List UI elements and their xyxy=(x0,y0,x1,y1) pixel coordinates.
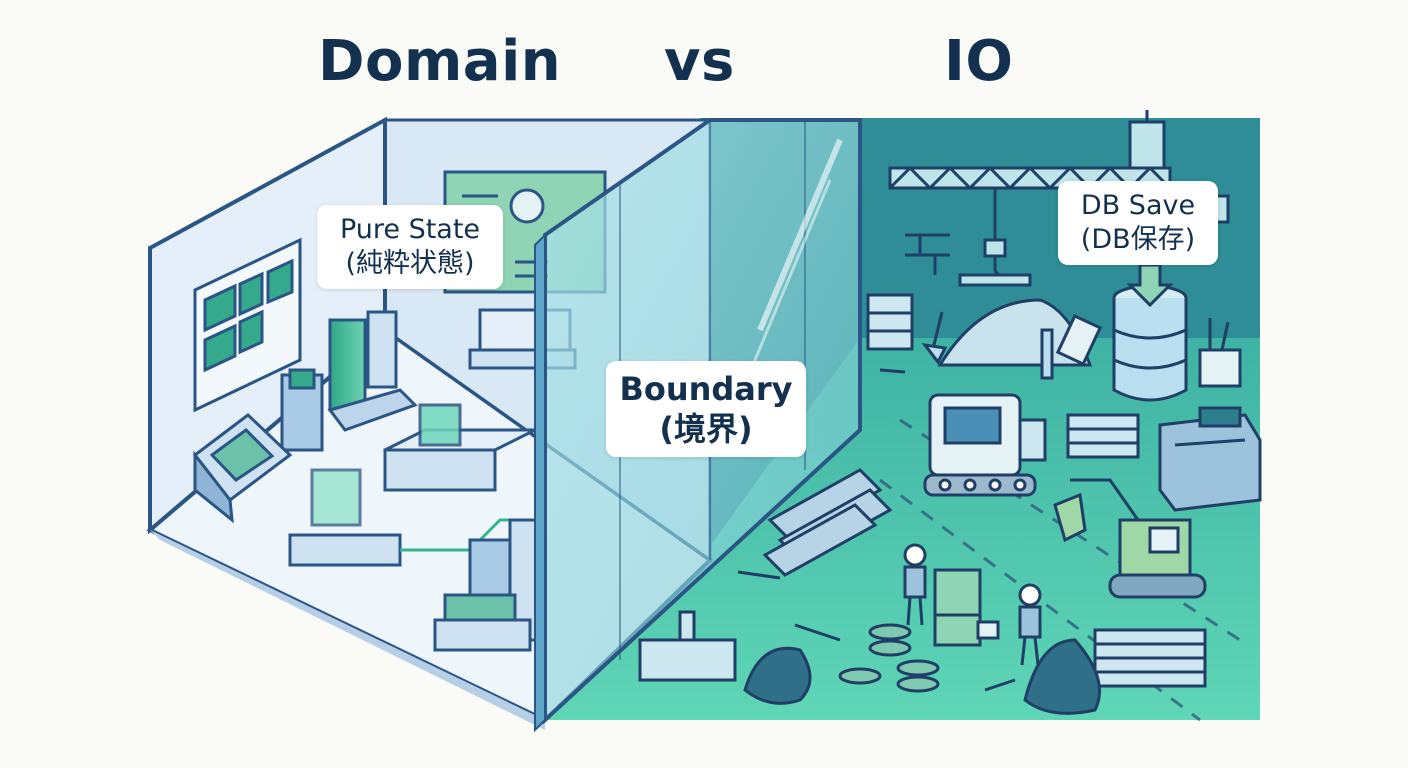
wrench-icon xyxy=(737,368,1016,692)
label-boundary: Boundary (境界) xyxy=(606,361,806,457)
holo-cube xyxy=(288,468,402,567)
block-stack xyxy=(433,518,547,652)
label-pure-state-line1: Pure State xyxy=(339,214,481,246)
label-db-save-line1: DB Save xyxy=(1080,190,1196,222)
worker-icon xyxy=(903,543,1042,666)
block-icon xyxy=(638,610,737,682)
label-pure-state: Pure State (純粋状態) xyxy=(317,205,503,289)
container-icon xyxy=(1158,406,1262,512)
label-boundary-line1: Boundary xyxy=(619,370,793,408)
brick-icon xyxy=(905,233,950,275)
database-icon xyxy=(1112,263,1188,402)
cup-icon xyxy=(1198,318,1242,388)
title-io: IO xyxy=(944,29,1014,94)
coin-stack xyxy=(838,623,940,693)
crate-stack xyxy=(866,293,914,351)
robot-machine-icon xyxy=(923,393,1047,497)
lumber-stack xyxy=(1066,413,1140,459)
rubble-pile xyxy=(937,298,1103,380)
console-icon xyxy=(192,413,293,524)
label-boundary-line2: (境界) xyxy=(659,410,753,448)
shovel-icon xyxy=(921,311,948,365)
label-db-save-line2: (DB保存) xyxy=(1080,224,1196,255)
title-domain: Domain xyxy=(318,29,562,94)
pipe-bundle xyxy=(762,468,893,577)
glowing-cube-pedestal xyxy=(383,403,536,492)
excavator-icon xyxy=(1053,478,1207,599)
rock-pile xyxy=(743,638,1101,715)
label-pure-state-line2: (純粋状態) xyxy=(345,248,475,279)
plank-stack xyxy=(1093,628,1207,688)
title-vs: vs xyxy=(664,29,735,94)
label-db-save: DB Save (DB保存) xyxy=(1058,181,1218,265)
whiteboard-icon xyxy=(193,237,302,413)
monolith-blocks xyxy=(280,310,418,452)
